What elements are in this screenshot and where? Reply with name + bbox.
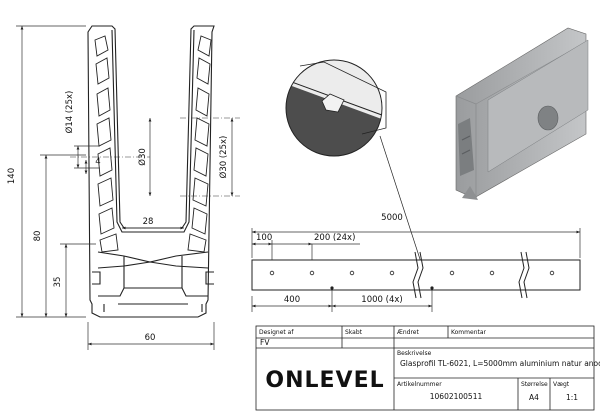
detail-circle <box>285 59 431 291</box>
checked-label: Skabt <box>345 329 363 336</box>
dim-100-label: 100 <box>256 233 272 243</box>
bottom-web <box>97 251 209 288</box>
designed-by-value: FV <box>260 338 270 347</box>
left-wall-pockets <box>94 35 119 253</box>
dim-35-label: 35 <box>53 277 63 288</box>
dim-400-label: 400 <box>284 295 300 305</box>
base-groove <box>103 303 203 312</box>
dim-hole14-label: Ø14 (25x) <box>64 91 75 134</box>
break-marks <box>412 251 530 299</box>
article-label: Artikelnummer <box>397 381 442 388</box>
dim-80-label: 80 <box>33 231 43 242</box>
dim-4-label: 4 <box>95 157 100 167</box>
changed-label: Ændret <box>397 329 419 336</box>
dim-140-label: 140 <box>7 168 17 184</box>
profile-dimensions <box>16 25 234 350</box>
right-wall-pockets <box>187 35 212 253</box>
article-value: 10602100511 <box>430 392 483 401</box>
dim-60-label: 60 <box>145 333 156 343</box>
base-channel <box>98 287 208 297</box>
detail-circle-outline <box>285 59 383 157</box>
size-value: A4 <box>529 393 539 402</box>
weight-label: Vægt <box>553 381 570 388</box>
detail-callout-box <box>299 61 387 135</box>
onlevel-logo: ONLEVEL <box>265 368 384 393</box>
title-block: Designet af FV Skabt Ændret Kommentar Be… <box>255 325 600 411</box>
profile-outline <box>87 25 215 318</box>
size-label: Størrelse <box>521 381 548 388</box>
dim-28-label: 28 <box>143 217 154 227</box>
dim-30-25x-label: Ø30 (25x) <box>218 136 229 179</box>
side-view: 5000 100 200 (24x) 400 1000 (4x) <box>251 213 581 312</box>
lower-notches <box>92 271 214 285</box>
dim-30-label: Ø30 <box>137 148 148 166</box>
designed-by-label: Designet af <box>259 329 294 336</box>
side-anchor-holes <box>330 286 434 290</box>
profile-3d-view <box>455 27 589 200</box>
profile-dimension-labels: 140 80 35 Ø14 (25x) 4 Ø30 Ø30 (25x) 28 6… <box>7 91 229 343</box>
profile-centerlines <box>70 117 240 197</box>
dim-1000-label: 1000 (4x) <box>361 295 402 305</box>
scale-value: 1:1 <box>566 393 578 402</box>
description-value: Glasprofil TL-6021, L=5000mm aluminium n… <box>400 359 600 368</box>
profile-cross-section <box>87 25 215 318</box>
3d-hole <box>537 105 559 131</box>
dim-200-label: 200 (24x) <box>314 233 355 243</box>
glass-slot-outline <box>111 29 195 233</box>
comment-label: Kommentar <box>451 329 487 336</box>
description-label: Beskrivelse <box>397 350 432 357</box>
dim-5000-label: 5000 <box>381 213 403 223</box>
side-holes <box>269 270 555 276</box>
